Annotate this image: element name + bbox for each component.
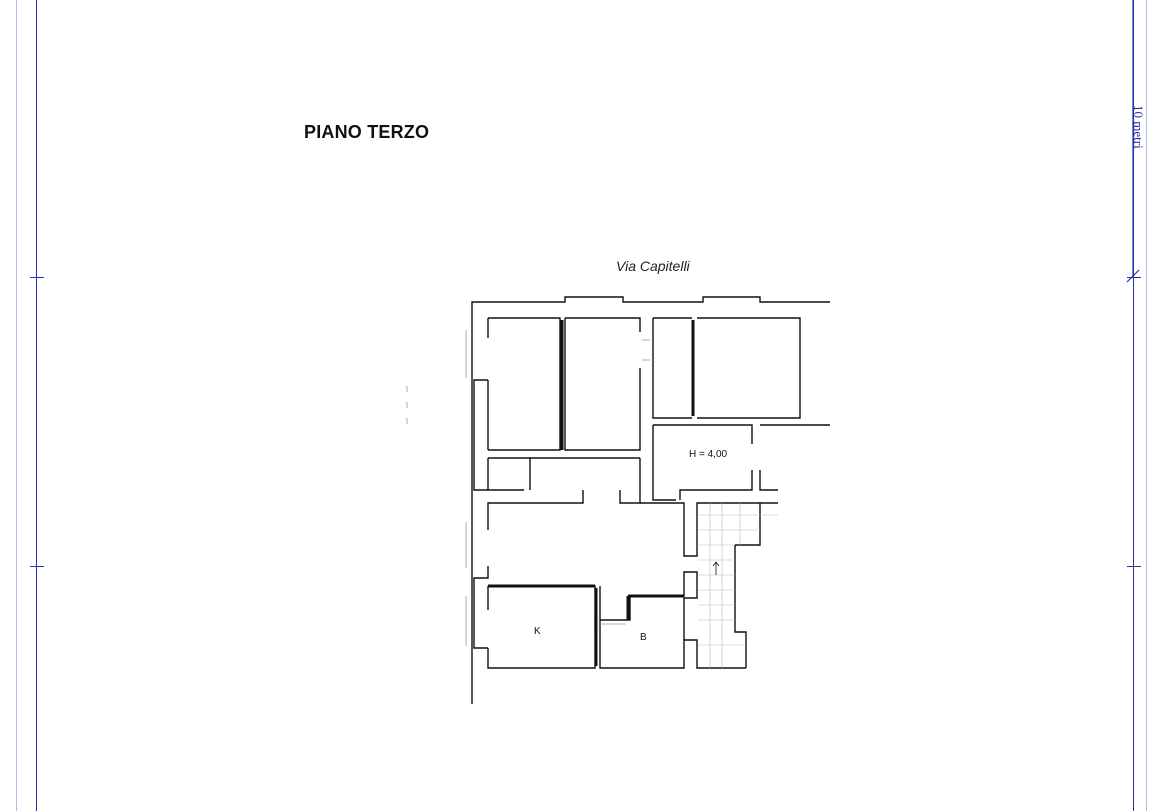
tick-right-lower	[1127, 566, 1141, 567]
frame-right-outer-line	[1146, 0, 1147, 811]
page-title: PIANO TERZO	[304, 122, 430, 142]
tick-left-upper	[30, 277, 44, 278]
walls	[471, 296, 830, 704]
scale-bar	[1126, 0, 1140, 283]
room-label-height: H = 4,00	[689, 449, 728, 460]
frame-right-line	[1133, 0, 1134, 811]
partitions	[488, 320, 695, 666]
street-label: Via Capitelli	[616, 258, 690, 274]
tick-right-upper	[1127, 277, 1141, 278]
room-label-bathroom: B	[640, 632, 647, 643]
frame-left-outer-line	[16, 0, 17, 811]
openings	[406, 330, 650, 646]
stair-hatch	[698, 503, 778, 668]
scale-label: 10 metri	[1131, 105, 1146, 149]
tick-left-lower	[30, 566, 44, 567]
frame-left-line	[36, 0, 37, 811]
room-label-kitchen: K	[534, 626, 541, 637]
stair-arrow	[712, 561, 720, 575]
